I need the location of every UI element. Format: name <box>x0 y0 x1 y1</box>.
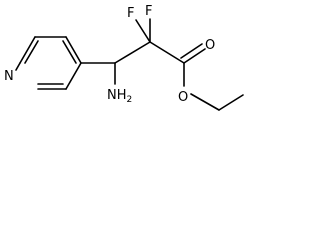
bond-cf2-to-f-left <box>135 19 151 43</box>
ether-oxygen-label: O <box>178 90 188 105</box>
ring-bond-n1-c2 <box>15 62 21 71</box>
bond-cf2-to-carbonyl-carbon <box>149 41 185 64</box>
amine-subscript: 2 <box>127 95 133 105</box>
ring-bond-c5-c6 <box>65 62 82 90</box>
bond-ether-oxygen-to-ch2 <box>190 93 220 111</box>
ring-bond-c4-c5 <box>65 36 82 64</box>
bond-ch2-to-ch3 <box>218 94 244 111</box>
ring-double-bond-c4-c5-inner <box>62 40 77 64</box>
bond-ch-to-cf2 <box>114 41 151 64</box>
fluorine-top-label: F <box>145 4 152 19</box>
ring-double-bond-c2-c3-inner <box>24 40 39 64</box>
pyridine-nitrogen-label: N <box>4 69 14 84</box>
bond-carbonyl-double-2 <box>180 43 203 59</box>
ring-bond-c2-c3 <box>19 36 36 64</box>
chemical-structure: N F F NH2 O O <box>4 4 244 111</box>
carbonyl-oxygen-label: O <box>205 38 215 53</box>
bond-carbonyl-double-1 <box>183 48 206 64</box>
amine-label: NH2 <box>107 88 132 105</box>
amine-text: NH <box>107 88 127 103</box>
fluorine-left-label: F <box>127 6 134 21</box>
